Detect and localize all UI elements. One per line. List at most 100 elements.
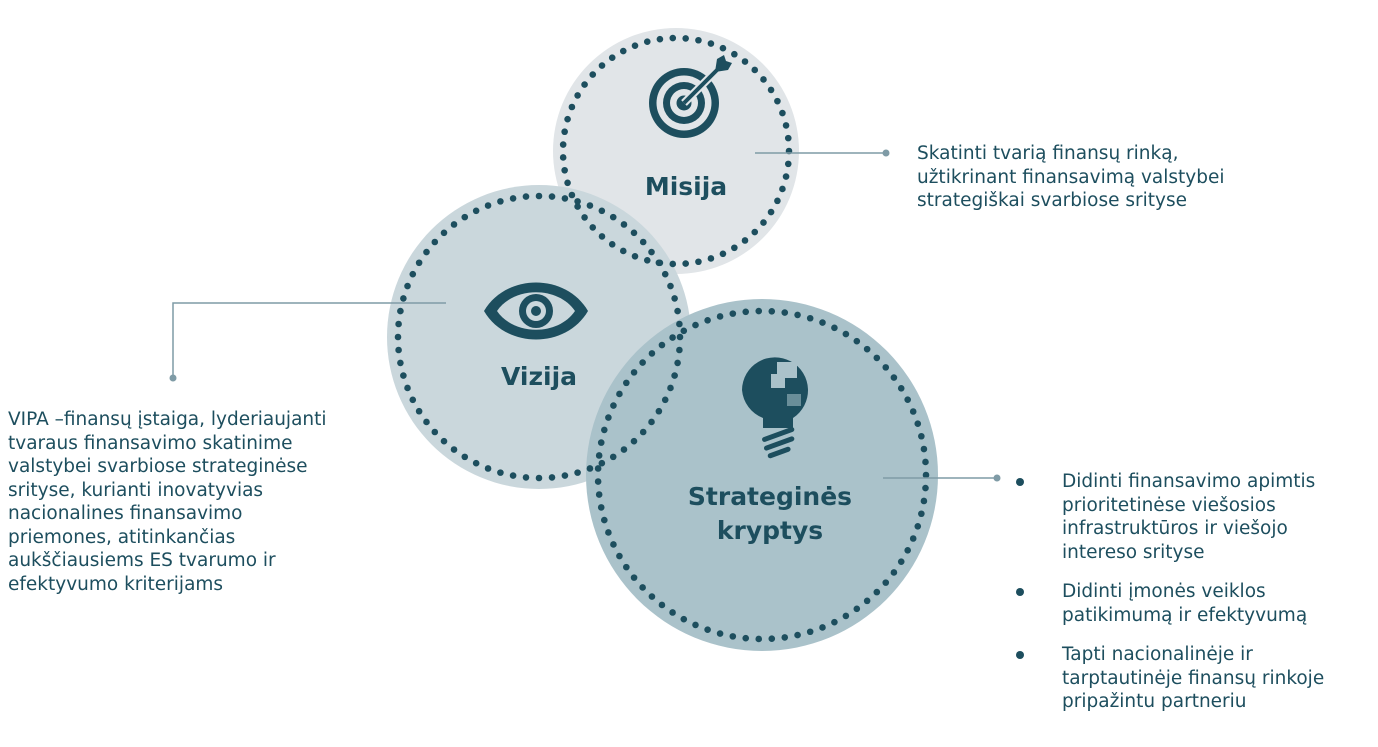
- ring-dot: [404, 282, 411, 290]
- ring-dot: [922, 471, 930, 479]
- kryptys-dotted-ring: [594, 307, 930, 643]
- ring-dot: [409, 396, 417, 404]
- ring-dot: [415, 259, 423, 267]
- ring-dot: [589, 224, 597, 231]
- ring-dot: [598, 62, 606, 69]
- ring-dot: [522, 474, 530, 481]
- list-item-line: prioritetinėse viešosios: [1062, 494, 1276, 516]
- ring-dot: [594, 478, 602, 485]
- list-item-line: infrastruktūros ir viešojo: [1062, 518, 1288, 539]
- bullet-icon: [1016, 478, 1024, 486]
- list-item: Didinti įmonės veiklos patikimumą ir efe…: [1016, 580, 1324, 627]
- ring-dot: [400, 372, 407, 379]
- ring-dot: [497, 198, 504, 205]
- ring-dot: [661, 270, 669, 278]
- ring-dot: [574, 203, 581, 210]
- ring-dot: [863, 345, 871, 353]
- ring-dot: [620, 221, 628, 228]
- ring-dot: [918, 432, 925, 440]
- ring-dot: [648, 418, 655, 426]
- ring-dot: [731, 244, 738, 252]
- ring-dot: [904, 396, 911, 403]
- ring-dot: [404, 384, 411, 392]
- vizija-line: priemones, atitinkančias: [8, 526, 236, 548]
- ring-dot: [741, 58, 749, 65]
- ring-dot: [704, 626, 711, 634]
- vizija-line: VIPA –finansų įstaiga, lyderiaujanti: [8, 409, 327, 430]
- ring-dot: [620, 446, 628, 453]
- ring-dot: [774, 197, 781, 205]
- ring-dot: [605, 529, 612, 536]
- ring-dot: [655, 259, 663, 267]
- ring-dot: [741, 237, 749, 244]
- kryptys-circle: [586, 299, 938, 651]
- ring-dot: [897, 558, 905, 565]
- ring-dot: [692, 321, 699, 329]
- ring-dot: [731, 50, 738, 58]
- ring-dot: [676, 333, 684, 341]
- ring-dot: [729, 310, 737, 317]
- ring-dot: [431, 238, 439, 246]
- ring-dot: [568, 103, 576, 111]
- ring-dot: [597, 439, 605, 446]
- ring-dot: [639, 238, 647, 246]
- ring-dot: [574, 92, 581, 99]
- list-item: Tapti nacionalinėje ir tarptautinėje fin…: [1016, 643, 1324, 714]
- ring-dot: [574, 469, 581, 476]
- misija-connector: [755, 149, 890, 157]
- ring-dot: [882, 364, 890, 371]
- vizija-title: Vizija: [500, 362, 578, 391]
- list-item-line: pripažintu partneriu: [1062, 691, 1247, 712]
- target-arrow-icon: [649, 55, 732, 138]
- ring-dot: [608, 54, 616, 62]
- bullet-icon: [1016, 651, 1024, 659]
- ring-dot: [598, 459, 606, 467]
- ring-dot: [609, 213, 617, 221]
- ring-dot: [842, 330, 850, 338]
- ring-dot: [589, 71, 597, 78]
- ring-dot: [440, 229, 448, 237]
- ring-dot: [716, 630, 724, 637]
- ring-dot: [619, 47, 627, 55]
- ring-dot: [655, 407, 663, 415]
- list-item-line: intereso srityse: [1062, 541, 1205, 563]
- ring-dot: [692, 621, 699, 629]
- ring-dot: [661, 396, 669, 404]
- ring-dot: [719, 250, 727, 258]
- ring-dot: [742, 308, 750, 316]
- ring-dot: [608, 240, 616, 248]
- ring-dot: [639, 359, 646, 366]
- ring-dot: [564, 179, 571, 187]
- ring-dot: [904, 547, 911, 554]
- list-item-line: patikimumą ir efektyvumą: [1062, 604, 1308, 626]
- ring-dot: [873, 354, 881, 362]
- ring-dot: [586, 465, 594, 472]
- misija-line: užtikrinant finansavimą valstybei: [917, 166, 1225, 188]
- list-item-line: Didinti finansavimo apimtis: [1062, 471, 1316, 492]
- ring-dot: [484, 202, 492, 209]
- ring-dot: [643, 256, 651, 264]
- ring-dot: [914, 420, 922, 428]
- ring-dot: [619, 247, 627, 255]
- ring-dot: [440, 437, 448, 445]
- ring-dot: [751, 228, 759, 236]
- ring-dot: [774, 97, 781, 105]
- ring-dot: [631, 42, 639, 49]
- ring-dot: [669, 609, 676, 616]
- ring-dot: [522, 193, 530, 200]
- vizija-description: VIPA –finansų įstaiga, lyderiaujanti tva…: [8, 408, 327, 596]
- ring-dot: [682, 35, 689, 42]
- vizija-line: nacionalines finansavimo: [8, 503, 243, 524]
- vizija-line: srityse, kurianti inovatyvias: [8, 479, 264, 501]
- ring-dot: [601, 516, 608, 524]
- ring-dot: [472, 207, 480, 215]
- ring-dot: [630, 574, 638, 581]
- ring-dot: [831, 618, 838, 626]
- ring-dot: [431, 428, 439, 436]
- ring-dot: [897, 385, 905, 392]
- ring-dot: [409, 270, 417, 278]
- ring-dot: [779, 185, 786, 193]
- ring-dot: [782, 173, 790, 180]
- ring-dot: [639, 584, 646, 591]
